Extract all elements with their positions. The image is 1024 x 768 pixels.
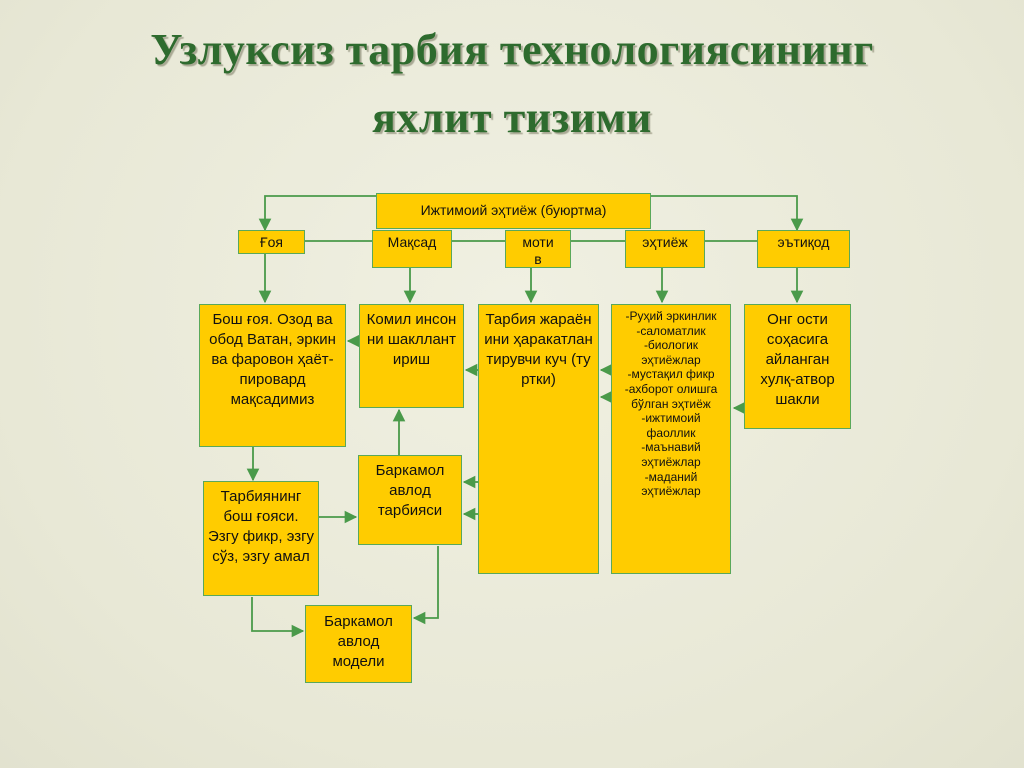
- box-driving-force: Тарбия жараёнини ҳаракатлантирувчи куч (…: [478, 304, 599, 574]
- slide-title-line-2: яхлит тизими: [372, 93, 652, 142]
- arrow-goyasi-to-model: [251, 597, 305, 638]
- box-harmonious-upbringing: Баркамол авлод тарбияси: [358, 455, 462, 545]
- box-goya: Ғоя: [238, 230, 305, 254]
- box-bosh-goya: Бош ғоя. Озод ва обод Ватан, эркин ва фа…: [199, 304, 346, 447]
- box-komil-inson: Комил инсонни шакллантириш: [359, 304, 464, 408]
- arrow-barkamol-to-model: [412, 546, 439, 625]
- slide-title-line-1: Узлуксиз тарбия технологиясининг: [150, 25, 874, 74]
- box-social-need: Ижтимоий эҳтиёж (буюртма): [376, 193, 651, 229]
- box-subconscious-behavior: Онг ости соҳасига айланган хулқ-атвор ша…: [744, 304, 851, 429]
- box-ehtiyoj: эҳтиёж: [625, 230, 705, 268]
- box-etiqod: эътиқод: [757, 230, 850, 268]
- box-maqsad: Мақсад: [372, 230, 452, 268]
- box-main-idea-of-upbringing: Тарбиянинг бош ғояси. Эзгу фикр, эзгу сў…: [203, 481, 319, 596]
- box-harmonious-model: Баркамол авлод модели: [305, 605, 412, 683]
- box-motiv: мотив: [505, 230, 571, 268]
- connector-top-to-etiqod: [651, 195, 804, 232]
- box-needs-list: -Руҳий эркинлик -саломатлик -биологик эҳ…: [611, 304, 731, 574]
- connector-top-to-goya: [258, 195, 376, 232]
